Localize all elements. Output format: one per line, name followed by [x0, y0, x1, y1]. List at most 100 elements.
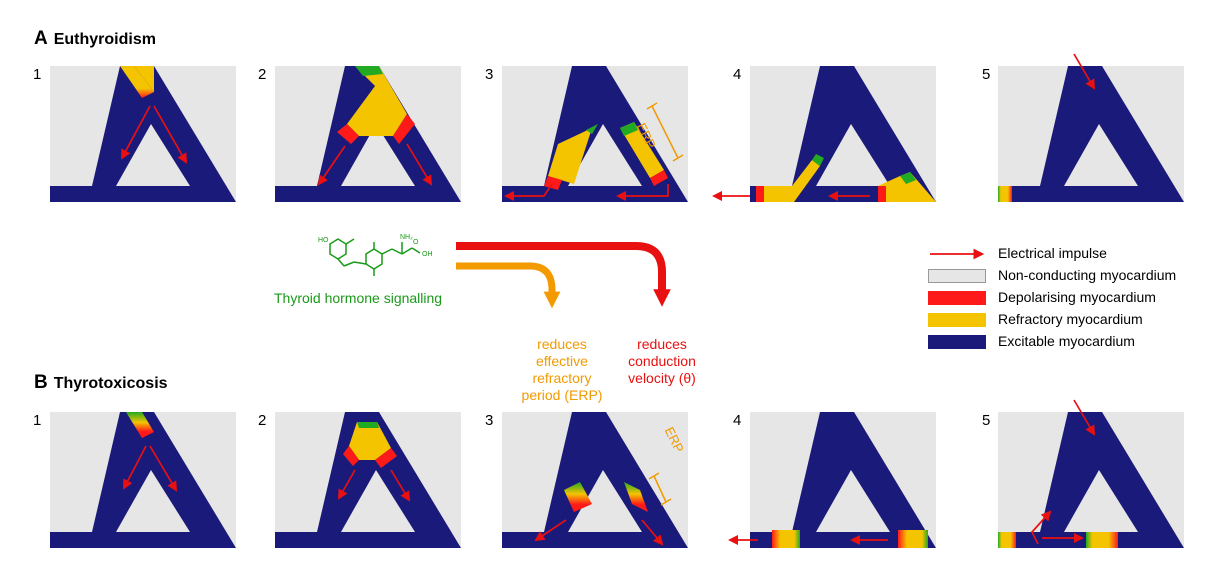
frame-b3-inner-block — [568, 470, 642, 532]
frame-b4-wave-right — [898, 530, 928, 548]
frame-a4-refractory-left — [758, 160, 820, 202]
frame-a4-depolarising-left — [756, 186, 764, 202]
panel-a-letter: A — [34, 28, 48, 49]
frame-b2-depolarising-left — [343, 446, 359, 466]
frame-b1-inner-block — [116, 470, 190, 532]
frame-a1-wavefront — [120, 66, 154, 98]
frame-number-a1: 1 — [33, 66, 42, 83]
frame-a3-erp-tick-top — [646, 102, 658, 110]
frame-b4-excitable-tract — [750, 412, 936, 548]
frame-b4 — [727, 412, 936, 548]
frame-a2-impulse-right — [406, 143, 433, 186]
frame-b2-recovering — [357, 422, 379, 428]
frame-a3-excitable-tract — [502, 66, 688, 202]
frame-b3-wave-left — [564, 482, 592, 512]
frame-a4-excitable-tract — [750, 66, 936, 202]
frame-a5-excitable-tract — [998, 66, 1184, 202]
thyroid-hormone-label: Thyroid hormone signalling — [274, 290, 443, 306]
frame-number-a3: 3 — [485, 66, 494, 83]
frame-a4-recovering-left — [812, 154, 824, 166]
frame-a2-depolarising-right — [393, 114, 415, 144]
frame-a3-recovering-right — [620, 122, 638, 136]
frame-b3-excitable-tract — [502, 412, 688, 548]
frame-b2-refractory — [349, 422, 391, 460]
frame-a3-refractory-right — [620, 122, 664, 178]
frame-a3-erp-bracket — [651, 105, 679, 159]
frame-a4-recovering-right — [900, 172, 916, 184]
frame-b2-impulse-right — [390, 469, 411, 502]
impulse-arrow-icon — [930, 248, 985, 260]
frame-a2-inner-block — [341, 124, 415, 186]
frame-b5-wave-tail-left — [998, 532, 1016, 548]
frame-b2-impulse-left — [337, 469, 356, 500]
frame-b5 — [998, 399, 1184, 548]
frame-b2-inner-block — [341, 470, 415, 532]
frame-a5-inner-block — [1064, 124, 1138, 186]
frame-b1-excitable-tract — [50, 412, 236, 548]
frame-a3 — [502, 66, 688, 202]
frame-a3-impulse-right — [615, 184, 669, 202]
frame-b1-impulse-right — [149, 445, 178, 492]
frame-a2 — [275, 66, 461, 202]
frame-number-b1: 1 — [33, 412, 42, 429]
non-conducting-swatch — [928, 269, 986, 283]
erp-effect-line-2: effective refractory — [532, 353, 592, 386]
frame-b3-impulse-right — [641, 519, 664, 546]
frame-number-b5: 5 — [982, 412, 991, 429]
excitable-swatch — [928, 335, 986, 349]
frame-a2-impulse-left — [317, 145, 346, 186]
legend-label-impulse: Electrical impulse — [998, 245, 1107, 261]
frame-b5-impulse-reentry — [1030, 510, 1052, 545]
erp-effect-line-1: reduces — [537, 336, 587, 352]
frame-b3-wave-right — [624, 482, 648, 512]
panel-b-label: Thyrotoxicosis — [53, 375, 168, 392]
panel-b-title: B Thyrotoxicosis — [34, 372, 168, 394]
depolarising-swatch — [928, 291, 986, 305]
frame-number-a5: 5 — [982, 66, 991, 83]
svg-text:NH₂: NH₂ — [400, 234, 413, 241]
frame-number-a4: 4 — [733, 66, 742, 83]
panel-b-letter: B — [34, 372, 48, 393]
thyroid-hormone-molecule-icon: HO NH₂ OH O — [318, 234, 433, 276]
legend-label-refractory: Refractory myocardium — [998, 311, 1143, 327]
frame-a2-recovering — [355, 66, 383, 76]
frame-b5-wave-tail-right — [1086, 532, 1118, 548]
frame-b5-impulse-new — [1073, 399, 1096, 436]
frame-a3-depolarising-right — [650, 170, 668, 186]
velocity-effect-line-1: reduces — [637, 336, 687, 352]
frame-b2-excitable-tract — [275, 412, 461, 548]
erp-effect-arrow — [456, 262, 561, 309]
frame-a1-impulse-left — [121, 105, 151, 160]
frame-a4-depolarising-right — [878, 186, 886, 202]
legend-label-depolarising: Depolarising myocardium — [998, 289, 1156, 305]
frame-b5-inner-block — [1064, 470, 1138, 532]
refractory-swatch — [928, 313, 986, 327]
frame-b3-impulse-left — [534, 519, 567, 542]
frame-a4 — [711, 66, 936, 202]
frame-b2 — [275, 412, 461, 548]
frame-b3-erp-tick-top — [648, 472, 660, 480]
frame-a1-excitable-tract — [50, 66, 236, 202]
frame-a3-erp-tick-bottom — [672, 154, 684, 162]
frame-a5 — [998, 53, 1184, 202]
frame-number-b2: 2 — [258, 412, 267, 429]
velocity-effect-arrow — [456, 242, 671, 307]
frame-b3-erp-tick-bottom — [660, 498, 672, 506]
frame-a5-wave-tail — [998, 186, 1012, 202]
frame-a2-depolarising-left — [337, 124, 359, 144]
velocity-effect-line-3: velocity (θ) — [628, 370, 696, 386]
frame-a3-refractory-left — [548, 128, 592, 184]
erp-effect-label: reduces effective refractory period (ERP… — [512, 336, 612, 404]
frame-b1-wavefront — [126, 412, 154, 438]
frame-a3-recovering-left — [586, 124, 598, 134]
frame-a1 — [50, 66, 236, 202]
frame-a3-depolarising-left — [544, 176, 562, 190]
frame-a1-impulse-right — [153, 105, 188, 164]
frame-b4-inner-block — [816, 470, 890, 532]
frame-a3-inner-block — [568, 124, 642, 186]
erp-effect-line-3: period (ERP) — [521, 387, 603, 403]
velocity-effect-label: reduces conduction velocity (θ) — [622, 336, 702, 387]
frame-a4-refractory-right — [878, 172, 936, 202]
